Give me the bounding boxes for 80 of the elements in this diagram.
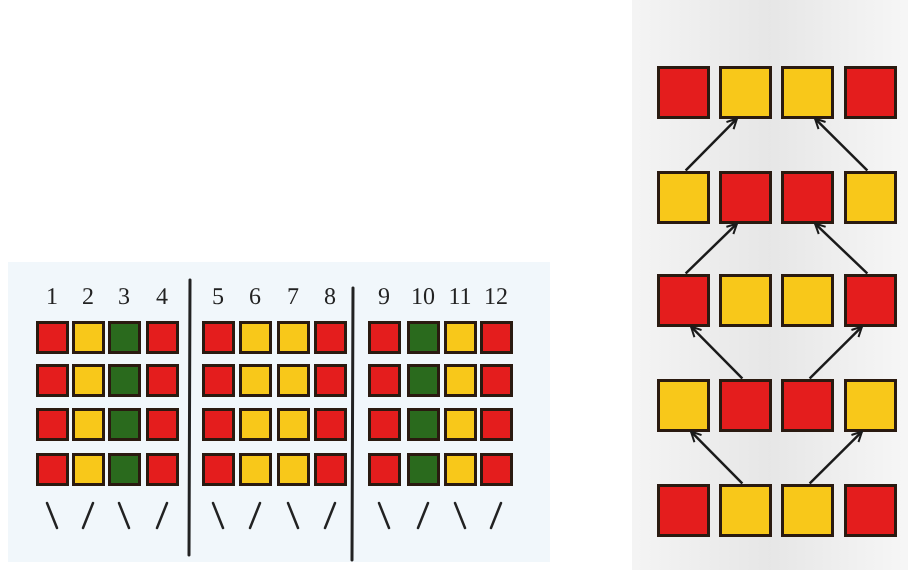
square: [780, 274, 834, 326]
square: [314, 364, 346, 396]
square: [656, 170, 710, 224]
square: [202, 452, 234, 486]
square: [718, 66, 772, 118]
square: [844, 170, 896, 224]
square: [314, 408, 346, 440]
square: [780, 484, 834, 536]
square: [314, 452, 346, 486]
column-number: 11: [447, 283, 473, 311]
square: [844, 274, 896, 326]
square: [108, 320, 140, 354]
square: [108, 408, 140, 440]
square: [480, 320, 512, 354]
square: [480, 364, 512, 396]
square: [444, 452, 476, 486]
square: [780, 378, 834, 432]
square: [444, 364, 476, 396]
column-number: 2: [81, 283, 95, 311]
square: [276, 408, 310, 440]
square: [718, 170, 772, 224]
square: [780, 170, 834, 224]
column-number: 1: [45, 283, 59, 311]
square: [718, 274, 772, 326]
column-number: 10: [410, 283, 436, 311]
square: [780, 66, 834, 118]
square: [368, 364, 400, 396]
column-number: 7: [286, 283, 300, 311]
square: [146, 364, 178, 396]
square: [656, 484, 710, 536]
square: [36, 408, 68, 440]
column-number: 12: [483, 283, 509, 311]
square: [36, 452, 68, 486]
square: [368, 320, 400, 354]
square: [202, 408, 234, 440]
square: [656, 274, 710, 326]
square: [718, 378, 772, 432]
square: [72, 320, 104, 354]
square: [406, 408, 440, 440]
square: [146, 408, 178, 440]
square: [718, 484, 772, 536]
square: [72, 364, 104, 396]
square: [480, 452, 512, 486]
square: [406, 320, 440, 354]
square: [146, 452, 178, 486]
square: [202, 364, 234, 396]
square: [656, 66, 710, 118]
square: [238, 408, 272, 440]
square: [238, 452, 272, 486]
column-number: 8: [323, 283, 337, 311]
square: [844, 66, 896, 118]
column-number: 3: [117, 283, 131, 311]
column-number: 5: [211, 283, 225, 311]
square: [108, 452, 140, 486]
square: [480, 408, 512, 440]
square: [656, 378, 710, 432]
square: [406, 364, 440, 396]
square: [444, 320, 476, 354]
square: [844, 378, 896, 432]
square: [844, 484, 896, 536]
square: [202, 320, 234, 354]
square: [314, 320, 346, 354]
column-number: 4: [155, 283, 169, 311]
square: [368, 452, 400, 486]
square: [238, 320, 272, 354]
square: [276, 364, 310, 396]
square: [276, 320, 310, 354]
square: [72, 452, 104, 486]
square: [146, 320, 178, 354]
square: [72, 408, 104, 440]
square: [444, 408, 476, 440]
square: [276, 452, 310, 486]
square: [238, 364, 272, 396]
square: [368, 408, 400, 440]
square: [36, 320, 68, 354]
square: [406, 452, 440, 486]
column-number: 6: [248, 283, 262, 311]
square: [36, 364, 68, 396]
square: [108, 364, 140, 396]
column-number: 9: [377, 283, 391, 311]
